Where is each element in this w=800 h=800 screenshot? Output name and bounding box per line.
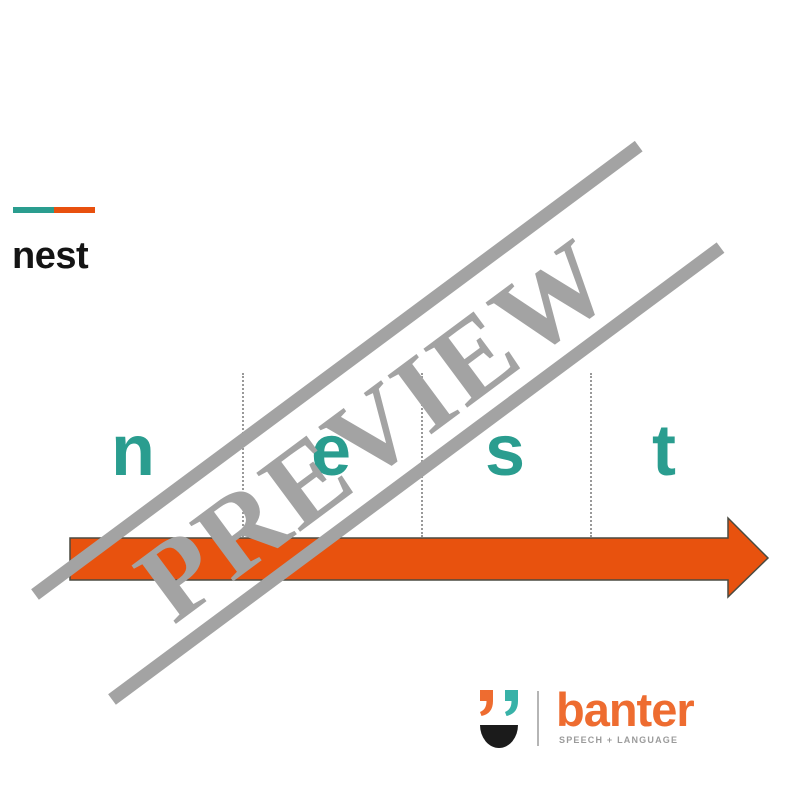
- comma-right-icon: [505, 690, 518, 716]
- segment-divider-3: [590, 373, 592, 537]
- sound-letter-e: e: [310, 411, 352, 491]
- banter-wordmark: banter: [556, 683, 695, 736]
- sound-letter-s: s: [484, 411, 526, 491]
- banter-logo-mark-icon: [480, 690, 518, 748]
- bowl-icon: [480, 725, 518, 748]
- banter-tagline: SPEECH + LANGUAGE: [559, 735, 679, 745]
- segment-divider-2: [421, 373, 423, 537]
- logo-divider: [537, 691, 539, 746]
- segment-divider-1: [242, 373, 244, 537]
- brand-bar-teal-segment: [13, 207, 54, 213]
- right-arrow-icon: [69, 516, 770, 599]
- sound-letter-t: t: [652, 411, 676, 491]
- brand-color-bar: [13, 207, 95, 213]
- card-title-word: nest: [12, 235, 89, 277]
- brand-bar-orange-segment: [54, 207, 95, 213]
- sound-letter-n: n: [111, 411, 155, 491]
- comma-left-icon: [480, 690, 493, 716]
